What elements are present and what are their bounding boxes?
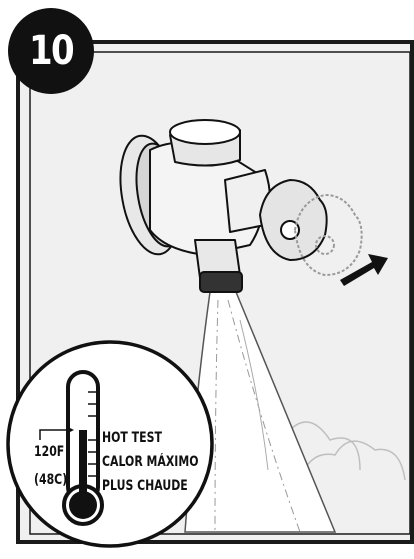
thermometer-icon [39, 370, 104, 526]
temp-fahrenheit: 120F [34, 444, 65, 460]
arrow-icon [340, 254, 388, 286]
label-calor-maximo: CALOR MÁXIMO [102, 454, 199, 470]
water-stream-icon [184, 291, 337, 533]
label-hot-test: HOT TEST [102, 430, 162, 446]
label-plus-chaude: PLUS CHAUDE [102, 478, 188, 494]
step-badge [8, 8, 94, 94]
step-number: 10 [29, 28, 75, 74]
faucet-illustration [119, 119, 363, 293]
thermometer-badge [6, 340, 214, 548]
temp-celsius: (48C) [34, 472, 68, 488]
